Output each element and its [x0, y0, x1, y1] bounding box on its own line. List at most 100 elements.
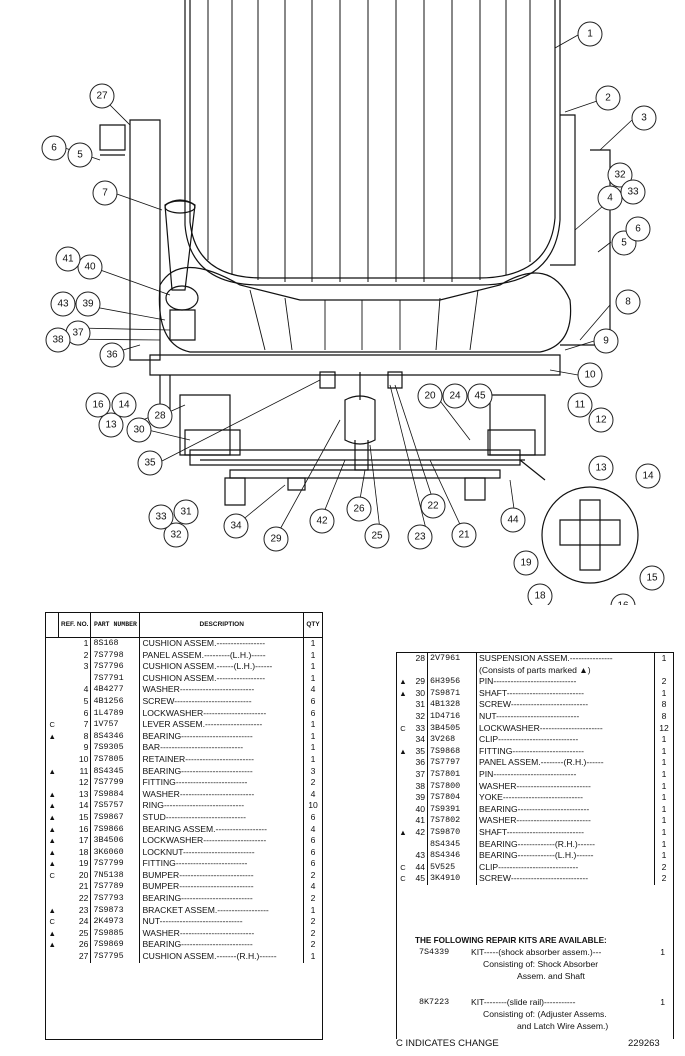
row-ref-no: 34 — [409, 734, 428, 746]
callout-16b: 16 — [610, 593, 636, 605]
row-ref-no: 42 — [409, 826, 428, 839]
row-ref-no: 25 — [58, 927, 92, 940]
callout-labels: 1 2 3 4 5 5 6 6 7 8 9 10 11 12 13 13 14 … — [41, 21, 665, 605]
header-mark — [46, 613, 59, 638]
row-part-number: 7S7799 — [90, 858, 141, 870]
row-mark: ▲ — [399, 827, 407, 837]
callout-32b: 32 — [163, 522, 189, 548]
row-mark — [46, 754, 59, 766]
row-ref-no: 37 — [409, 768, 428, 781]
row-mark — [46, 638, 59, 650]
callout-11: 11 — [567, 392, 593, 418]
callout-13: 13 — [98, 412, 124, 438]
svg-text:8: 8 — [625, 297, 631, 308]
row-description: SHAFT--------------------------- — [476, 687, 655, 700]
row-description: SCREW--------------------------- — [139, 695, 304, 708]
row-part-number: 1D4716 — [427, 710, 477, 723]
row-description: CUSHION ASSEM.------(L.H.)------ — [139, 661, 304, 673]
row-ref-no: 22 — [58, 893, 92, 905]
row-part-number: 7S9867 — [90, 811, 141, 824]
row-ref-no: 14 — [58, 800, 92, 812]
callout-44: 44 — [500, 507, 526, 533]
svg-text:44: 44 — [507, 515, 519, 526]
row-ref-no: 18 — [58, 846, 92, 859]
row-mark: ▲ — [48, 847, 56, 857]
row-qty: 1 — [661, 826, 667, 837]
row-ref-no: 1 — [58, 637, 92, 650]
row-part-number: 7S7791 — [90, 672, 141, 685]
row-part-number: 2K4973 — [90, 916, 141, 928]
row-ref-no: 33 — [409, 722, 428, 735]
row-qty: 6 — [310, 811, 316, 822]
side-panel-right — [560, 149, 611, 346]
row-description: WASHER-------------------------- — [139, 927, 304, 940]
svg-text:11: 11 — [575, 400, 586, 411]
row-description: RETAINER------------------------ — [139, 753, 304, 766]
callout-26: 26 — [346, 496, 372, 522]
row-part-number: 7S7796 — [90, 661, 141, 673]
callout-14b: 14 — [635, 463, 661, 489]
row-part-number: 7S7799 — [90, 777, 141, 789]
row-ref-no: 15 — [58, 811, 92, 824]
row-part-number: 7S9305 — [90, 742, 141, 754]
row-qty: 1 — [310, 649, 316, 660]
callout-33: 33 — [620, 179, 646, 205]
row-ref-no: 6 — [58, 707, 92, 720]
callout-7: 7 — [92, 180, 118, 206]
row-part-number: 8S4346 — [427, 850, 477, 862]
row-mark — [46, 650, 59, 662]
row-description: NUT----------------------------- — [139, 916, 304, 928]
callout-5b: 5 — [67, 142, 93, 168]
svg-text:35: 35 — [144, 458, 156, 469]
header-description: DESCRIPTION — [139, 613, 304, 638]
row-description: LOCKWASHER---------------------- — [476, 722, 655, 735]
row-qty: 1 — [310, 904, 316, 915]
row-description: BEARING ASSEM.------------------ — [139, 823, 304, 836]
row-mark — [397, 792, 409, 804]
row-mark: ▲ — [48, 801, 56, 811]
row-qty: 2 — [310, 893, 316, 904]
row-part-number: 7S9873 — [90, 904, 141, 917]
callout-29: 29 — [263, 526, 289, 552]
callout-14: 14 — [111, 392, 137, 418]
row-ref-no — [58, 672, 92, 685]
callout-27: 27 — [89, 83, 115, 109]
row-description: WASHER-------------------------- — [139, 788, 304, 801]
svg-text:41: 41 — [62, 254, 74, 265]
row-qty: 6 — [310, 707, 316, 718]
kit-qty: 1 — [660, 997, 665, 1007]
row-mark — [46, 708, 59, 720]
row-description: STUD---------------------------- — [139, 811, 304, 824]
kit-description-line1: KIT-----(shock absorber assem.)--- — [471, 947, 602, 957]
row-part-number: 4B1328 — [427, 699, 477, 711]
row-description: BUMPER-------------------------- — [139, 881, 304, 894]
row-description: PANEL ASSEM.---------(L.H.)----- — [139, 649, 304, 662]
kit-description-line1: KIT--------(slide rail)----------- — [471, 997, 576, 1007]
callout-45: 45 — [467, 383, 493, 409]
row-qty: 6 — [310, 846, 316, 857]
row-description: LOCKWASHER---------------------- — [139, 835, 304, 847]
row-part-number: 8S4345 — [90, 765, 141, 778]
svg-text:16: 16 — [92, 400, 104, 411]
kit-part-number: 8K7223 — [419, 997, 450, 1007]
row-part-number: 7S7804 — [427, 792, 477, 804]
row-mark — [46, 661, 59, 673]
row-part-number: 4B4277 — [90, 684, 141, 696]
row-ref-no: 4 — [58, 684, 92, 696]
row-qty: 2 — [310, 927, 316, 938]
row-ref-no: 21 — [58, 881, 92, 894]
row-mark — [46, 684, 59, 696]
row-description: RING---------------------------- — [139, 800, 304, 812]
row-mark — [46, 777, 59, 789]
row-mark: ▲ — [48, 928, 56, 938]
